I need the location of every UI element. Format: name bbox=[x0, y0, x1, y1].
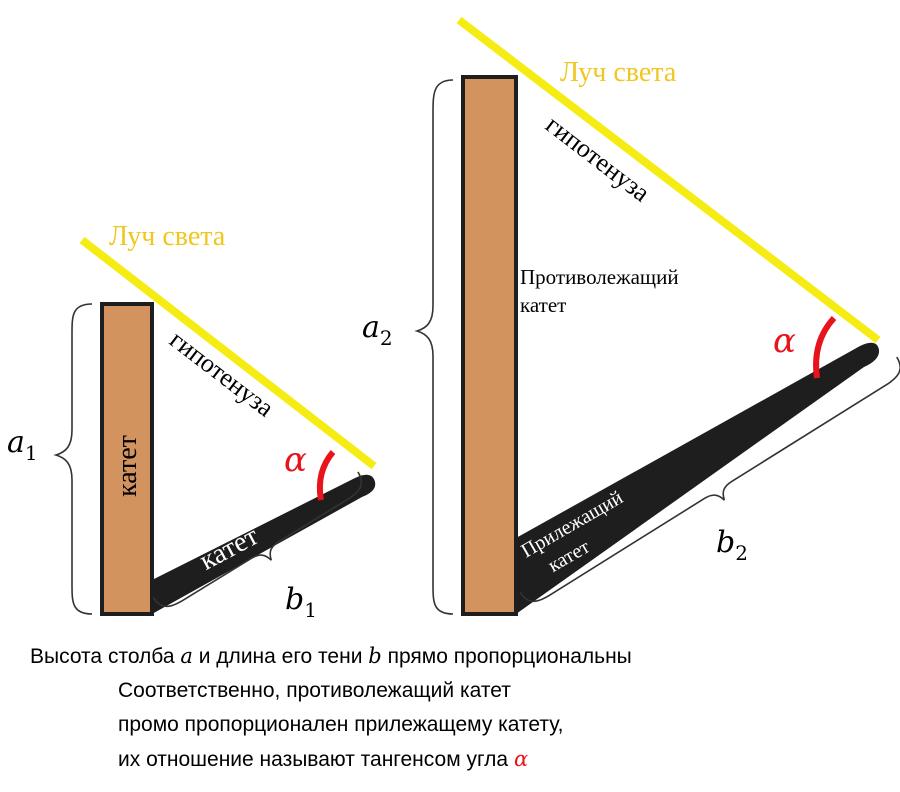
small-light-ray bbox=[79, 236, 377, 470]
large-opposite-line1: Противолежащий bbox=[520, 265, 679, 289]
large-height-var: a bbox=[362, 310, 380, 345]
large-shadow bbox=[516, 342, 880, 614]
large-height-sub: 2 bbox=[380, 326, 393, 350]
large-angle-arc bbox=[813, 315, 837, 379]
large-pole bbox=[461, 75, 518, 616]
small-angle-arc bbox=[316, 450, 336, 501]
small-shadow bbox=[152, 474, 376, 614]
small-pole-label: катет bbox=[112, 435, 143, 497]
small-base-label: b1 bbox=[285, 582, 317, 622]
small-angle-label: α bbox=[284, 440, 307, 480]
caption-line-2: Соответственно, противолежащий катет bbox=[118, 679, 511, 702]
small-height-var: a bbox=[7, 425, 25, 460]
small-pole bbox=[100, 302, 154, 616]
large-base-label: b2 bbox=[716, 525, 748, 565]
large-angle-label: α bbox=[773, 321, 796, 361]
caption-line-4: их отношение называют тангенсом угла α bbox=[118, 747, 528, 772]
caption-line-3: промо пропорционален прилежащему катету, bbox=[118, 713, 564, 736]
large-opposite-label: Противолежащий катет bbox=[520, 265, 684, 317]
caption-var-a: a bbox=[180, 644, 193, 668]
large-base-brace bbox=[519, 356, 900, 603]
small-base-sub: 1 bbox=[304, 598, 317, 622]
small-hypotenuse-label: гипотенуза bbox=[164, 325, 279, 423]
caption-line-1: Высота столба a и длина его тени b прямо… bbox=[30, 644, 632, 669]
large-triangle: Луч света гипотенуза Противолежащий кате… bbox=[362, 16, 900, 616]
large-height-brace bbox=[414, 79, 454, 615]
large-ray-label: Луч света bbox=[560, 57, 677, 88]
large-opposite-line2: катет bbox=[520, 293, 566, 317]
caption-line1-part2: и длина его тени bbox=[192, 645, 369, 668]
small-ray-label: Луч света bbox=[109, 221, 226, 252]
large-light-ray bbox=[456, 16, 881, 344]
caption-line1-part1: Высота столба bbox=[30, 645, 181, 668]
small-height-brace bbox=[53, 303, 93, 615]
large-base-sub: 2 bbox=[735, 541, 748, 565]
caption-var-b: b bbox=[368, 644, 382, 668]
large-height-label: a2 bbox=[362, 310, 393, 350]
caption-line4-text: их отношение называют тангенсом угла bbox=[118, 748, 514, 771]
small-height-sub: 1 bbox=[25, 441, 38, 465]
large-base-var: b bbox=[716, 525, 735, 560]
small-triangle: Луч света гипотенуза катет катет α a1 b1 bbox=[7, 221, 377, 622]
caption-var-alpha: α bbox=[513, 747, 529, 771]
small-height-label: a1 bbox=[7, 425, 38, 465]
small-base-var: b bbox=[285, 582, 304, 617]
caption-line1-part3: прямо пропорциональны bbox=[381, 645, 632, 668]
small-base-brace bbox=[152, 471, 363, 608]
